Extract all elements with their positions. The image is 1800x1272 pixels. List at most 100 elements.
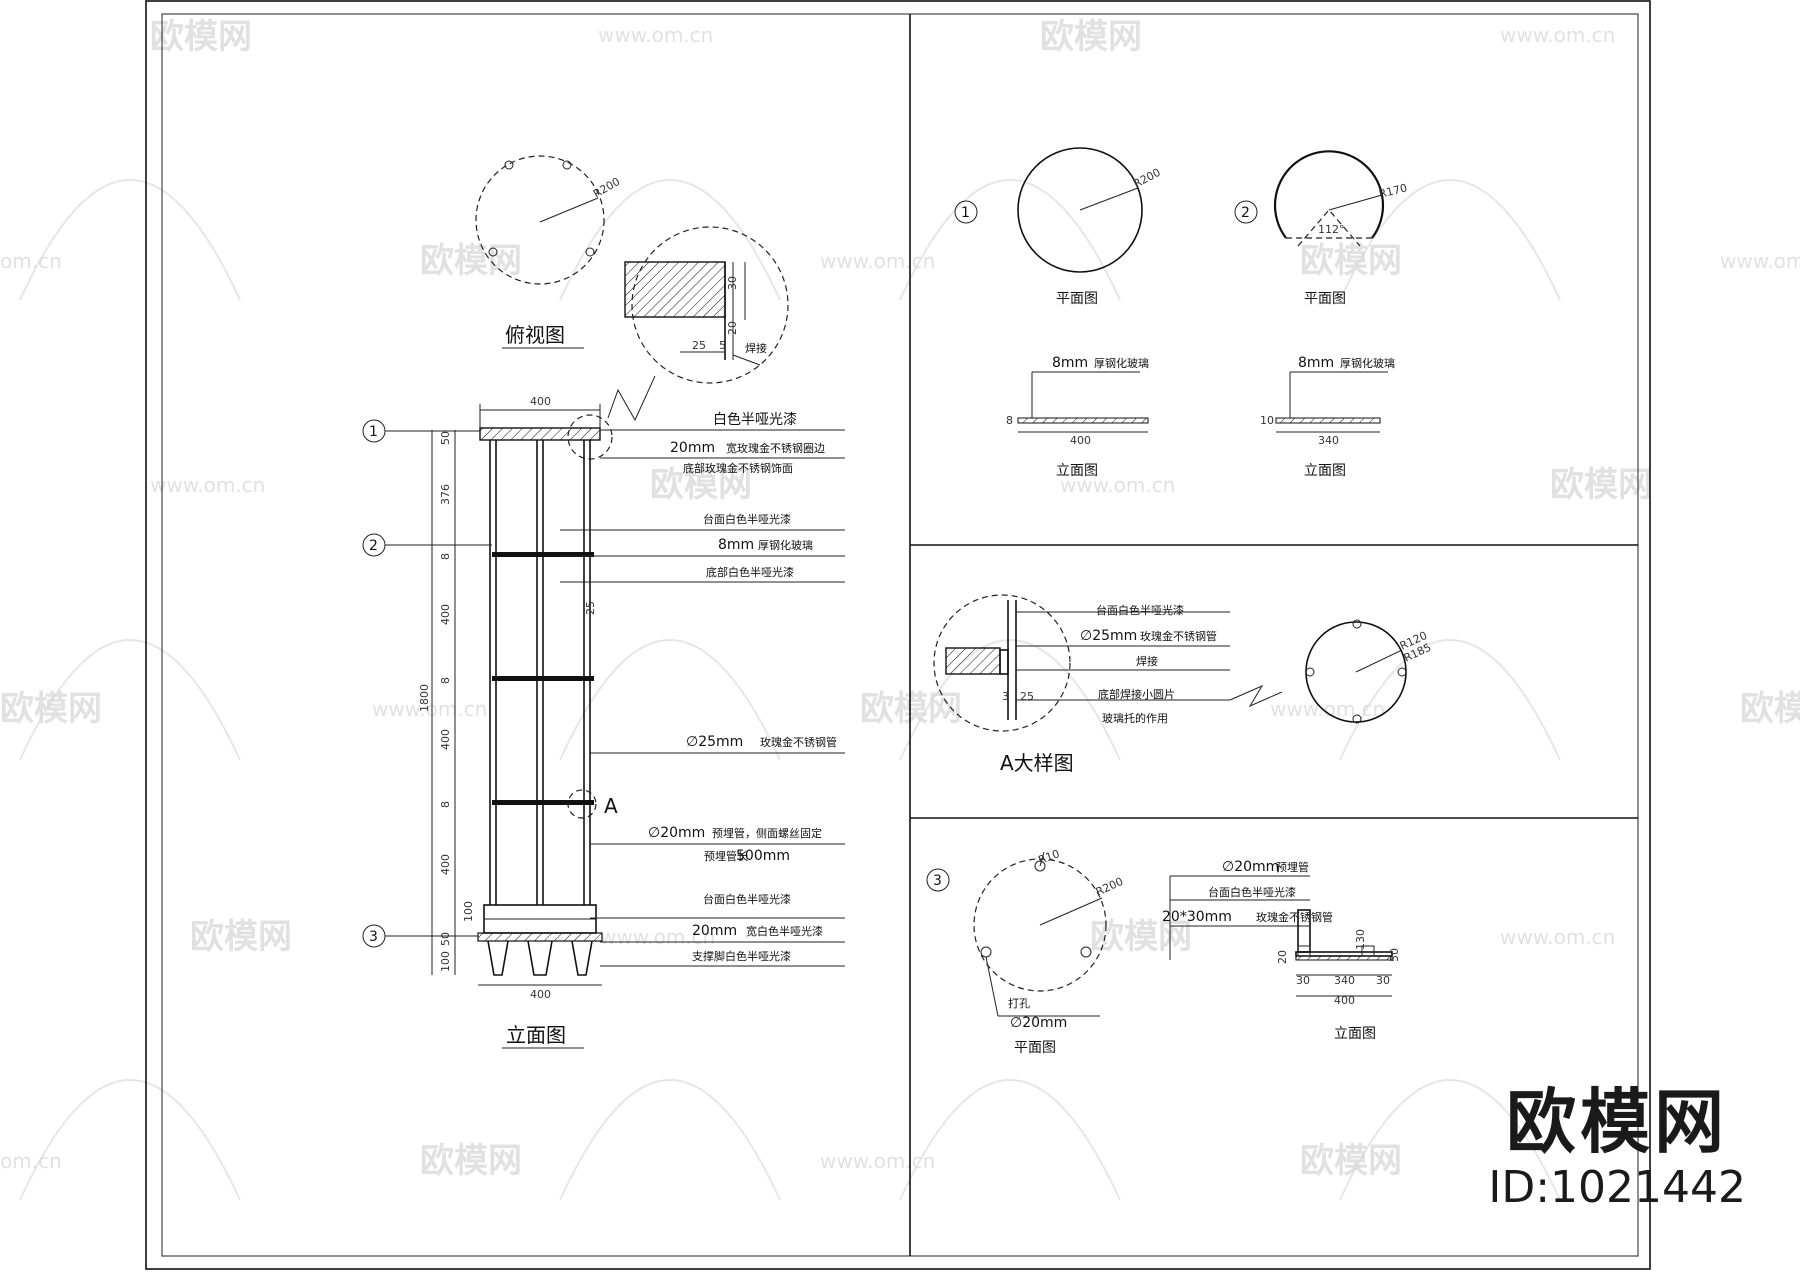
base-3-marker: 3 <box>933 873 942 889</box>
detail-a-label: 焊接 <box>1136 654 1158 668</box>
base-3-r-hole: R10 <box>1037 847 1062 867</box>
watermark-url: www.om.cn <box>820 1149 935 1173</box>
elev-label: 宽玫瑰金不锈钢圈边 <box>726 441 825 455</box>
base-3-hole-size: ∅20mm <box>1010 1015 1067 1031</box>
base-3-dim: 30 <box>1376 974 1390 987</box>
glass-1-marker: 1 <box>961 205 970 221</box>
watermark-url: www.om.cn <box>600 925 715 949</box>
elev-label: 20mm <box>692 923 737 939</box>
glass-1-label-size: 8mm <box>1052 355 1088 371</box>
vdim: 100 <box>439 951 452 972</box>
glass-2-marker: 2 <box>1241 205 1250 221</box>
elev-label: 预埋管长 <box>704 849 748 863</box>
watermark-brand: 欧模网 <box>650 465 752 505</box>
watermark-url: www.om.cn <box>820 249 935 273</box>
detail-a-label: 底部焊接小圆片 <box>1098 687 1175 701</box>
marker-3: 3 <box>369 929 378 945</box>
vdim: 50 <box>439 932 452 946</box>
watermark-url: www.om.cn <box>1270 697 1385 721</box>
detail-a-label: 玻璃托的作用 <box>1102 711 1168 725</box>
glass-1-thickness: 8 <box>1006 414 1013 427</box>
vdim: 376 <box>439 484 452 505</box>
elevation-leaders: 白色半哑光漆 20mm 宽玫瑰金不锈钢圈边 底部玫瑰金不锈钢饰面 台面白色半哑光… <box>560 411 845 967</box>
detail-a-title: A大样图 <box>1000 751 1074 775</box>
watermark-url: om.cn <box>0 249 62 273</box>
elev-top-width: 400 <box>530 395 551 408</box>
elev-label: ∅25mm <box>686 734 743 750</box>
watermark-brand: 欧模网 <box>860 689 962 729</box>
elevation-shelves <box>492 552 594 805</box>
elevation-title: 立面图 <box>506 1023 566 1047</box>
elev-label: 20mm <box>670 440 715 456</box>
vdim: 8 <box>439 553 452 560</box>
elev-label: 台面白色半哑光漆 <box>703 512 791 526</box>
glass-2-thickness: 10 <box>1260 414 1274 427</box>
base-3-hole-label: 打孔 <box>1008 996 1030 1010</box>
elev-label: 玫瑰金不锈钢管 <box>760 735 837 749</box>
watermark-url: www.om.cn <box>1500 23 1615 47</box>
watermark-brand: 欧模网 <box>1300 1141 1402 1181</box>
base-3-elev-title: 立面图 <box>1334 1026 1376 1042</box>
watermark-brand: 欧模网 <box>190 917 292 957</box>
base-3-label: ∅20mm <box>1222 859 1279 875</box>
watermark-brand: 欧模网 <box>1040 17 1142 57</box>
watermark-brand: 欧模网 <box>0 689 102 729</box>
base-3-dim: 20 <box>1276 950 1289 964</box>
elev-detail-marker: A <box>604 794 618 818</box>
glass-1-elev-title: 立面图 <box>1056 463 1098 479</box>
glass-1-label: 厚钢化玻璃 <box>1094 356 1149 370</box>
glass-2-width: 340 <box>1318 434 1339 447</box>
brand-stamp: 欧模网 ID:1021442 <box>1488 1082 1746 1214</box>
marker-2: 2 <box>369 538 378 554</box>
glass-2-label: 厚钢化玻璃 <box>1340 356 1395 370</box>
vdim: 400 <box>439 604 452 625</box>
base-3-label: 台面白色半哑光漆 <box>1208 885 1296 899</box>
glass-1-section: 1 R200 平面图 8mm 厚钢化玻璃 8 400 立面图 <box>954 147 1163 479</box>
detail-a-section: 台面白色半哑光漆 ∅25mm 玫瑰金不锈钢管 焊接 底部焊接小圆片 玻璃托的作用… <box>933 594 1433 775</box>
detail-a-dim-25: 25 <box>1020 690 1034 703</box>
vdim: 100 <box>462 901 475 922</box>
elev-label: 500mm <box>736 848 790 864</box>
elev-label: 白色半哑光漆 <box>713 411 797 428</box>
glass-2-section: 2 R170 112° 平面图 8mm 厚钢化玻璃 10 340 立面图 <box>1234 150 1409 479</box>
elev-label: 台面白色半哑光漆 <box>703 892 791 906</box>
elev-label: 底部白色半哑光漆 <box>706 565 794 579</box>
base-3-dim: 50 <box>1388 948 1401 962</box>
top-view-detail-bubble: 30 20 25 5 焊接 <box>607 226 789 422</box>
watermark-brand: 欧模网 <box>1090 917 1192 957</box>
sheet-frame <box>145 0 1651 1270</box>
watermark-layer: 欧模网 www.om.cn 欧模网 www.om.cn om.cn 欧模网 ww… <box>0 17 1800 1201</box>
watermark-arcs <box>19 179 1561 1201</box>
watermark-brand: 欧模网 <box>1740 689 1800 729</box>
detail-dim-30: 30 <box>726 276 739 290</box>
base-3-label: 预埋管 <box>1276 860 1309 874</box>
watermark-url: www.om.cn <box>598 23 713 47</box>
base-3-dim: 340 <box>1334 974 1355 987</box>
base-3-dim: 30 <box>1296 974 1310 987</box>
elev-bottom-width: 400 <box>530 988 551 1001</box>
base-3-dim: 400 <box>1334 994 1355 1007</box>
glass-1-width: 400 <box>1070 434 1091 447</box>
top-view-radius: R200 <box>591 175 622 201</box>
watermark-brand: 欧模网 <box>1300 241 1402 281</box>
base-3-radius: R200 <box>1094 875 1125 899</box>
glass-1-plan-title: 平面图 <box>1056 291 1098 307</box>
watermark-url: www.om.cn <box>1060 473 1175 497</box>
elev-dim-25: 25 <box>584 601 597 615</box>
brand-logo: 欧模网 <box>1506 1081 1729 1163</box>
watermark-brand: 欧模网 <box>150 17 252 57</box>
elev-label: 宽白色半哑光漆 <box>746 924 823 938</box>
detail-a-dim-3: 3 <box>1002 690 1009 703</box>
watermark-url: www.om.cn <box>150 473 265 497</box>
glass-2-label-size: 8mm <box>1298 355 1334 371</box>
vdim: 400 <box>439 854 452 875</box>
watermark-url: www.om.cn <box>1720 249 1800 273</box>
glass-2-plan-title: 平面图 <box>1304 291 1346 307</box>
watermark-brand: 欧模网 <box>1550 465 1652 505</box>
elevation-view: 400 A 400 50 376 <box>362 395 845 1049</box>
elevation-markers: 1 2 3 <box>362 419 492 948</box>
elev-label: ∅20mm <box>648 825 705 841</box>
detail-dim-25: 25 <box>692 339 706 352</box>
vdim: 8 <box>439 801 452 808</box>
